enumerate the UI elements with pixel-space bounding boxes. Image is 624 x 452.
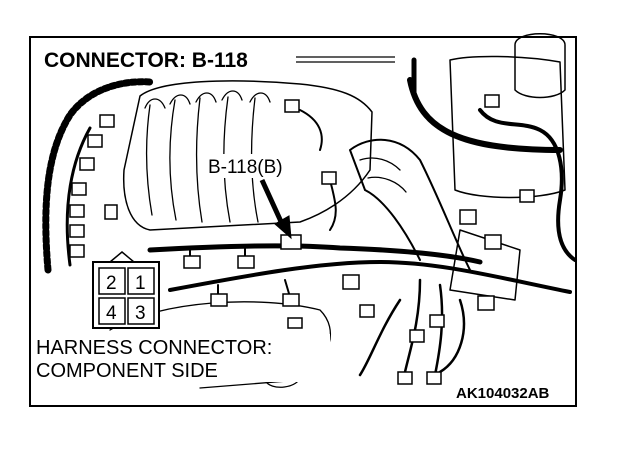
pin-cell: [98, 297, 126, 325]
connector: [284, 99, 300, 113]
connector: [99, 114, 115, 128]
title-background: [40, 46, 290, 72]
connector: [87, 134, 103, 148]
connector: [426, 371, 442, 385]
pin-cell: [98, 267, 126, 295]
main-harness: [147, 243, 483, 265]
pin-number: 2: [106, 273, 117, 294]
air-cleaner: [449, 55, 566, 199]
title: CONNECTOR: B-118: [44, 49, 248, 72]
connector: [71, 182, 87, 196]
connector: [69, 244, 85, 258]
connector: [237, 255, 255, 269]
lower-harness: [168, 260, 572, 294]
connector: [210, 293, 228, 307]
title-rules: [296, 56, 395, 63]
pin-number: 4: [106, 303, 117, 324]
connector: [484, 234, 502, 250]
connector: [459, 209, 477, 225]
connector: [287, 317, 303, 329]
connector: [104, 204, 118, 220]
component-side-label: COMPONENT SIDE: [36, 360, 218, 382]
connector: [321, 171, 337, 185]
caption-background: [34, 334, 330, 382]
connector: [429, 314, 445, 328]
connector: [342, 274, 360, 290]
connector-pinout: 2 1 4 3: [92, 251, 160, 329]
connector: [484, 94, 500, 108]
connector: [477, 295, 495, 311]
reservoir: [514, 33, 566, 99]
intake-hose: [349, 138, 471, 271]
harness-connector-label: HARNESS CONNECTOR:: [36, 337, 272, 359]
figure-code: AK104032AB: [456, 385, 550, 402]
callout-background: [205, 154, 303, 178]
callout-label: B-118(B): [208, 157, 283, 178]
pin-number: 3: [135, 303, 146, 324]
harness-connectors: [69, 94, 535, 385]
harness-dashed-inner: [65, 126, 92, 267]
right-harness: [478, 108, 577, 262]
intake-runner: [145, 96, 259, 223]
pin-cell: [127, 297, 155, 325]
engine-cover-outline: [122, 80, 373, 231]
code-background: [452, 380, 574, 402]
harness-dashed: [42, 78, 154, 274]
pin-number: 1: [135, 273, 146, 294]
connector: [282, 293, 300, 307]
connector: [69, 224, 85, 238]
connector: [69, 204, 85, 218]
connector: [359, 304, 375, 318]
connector: [519, 189, 535, 203]
intake-runner-caps: [144, 90, 271, 109]
pin-cell: [127, 267, 155, 295]
connector: [409, 329, 425, 343]
connector: [79, 157, 95, 171]
hose-ribs: [359, 157, 407, 193]
connector: [397, 371, 413, 385]
callout-arrow: [259, 178, 292, 240]
connector: [183, 255, 201, 269]
